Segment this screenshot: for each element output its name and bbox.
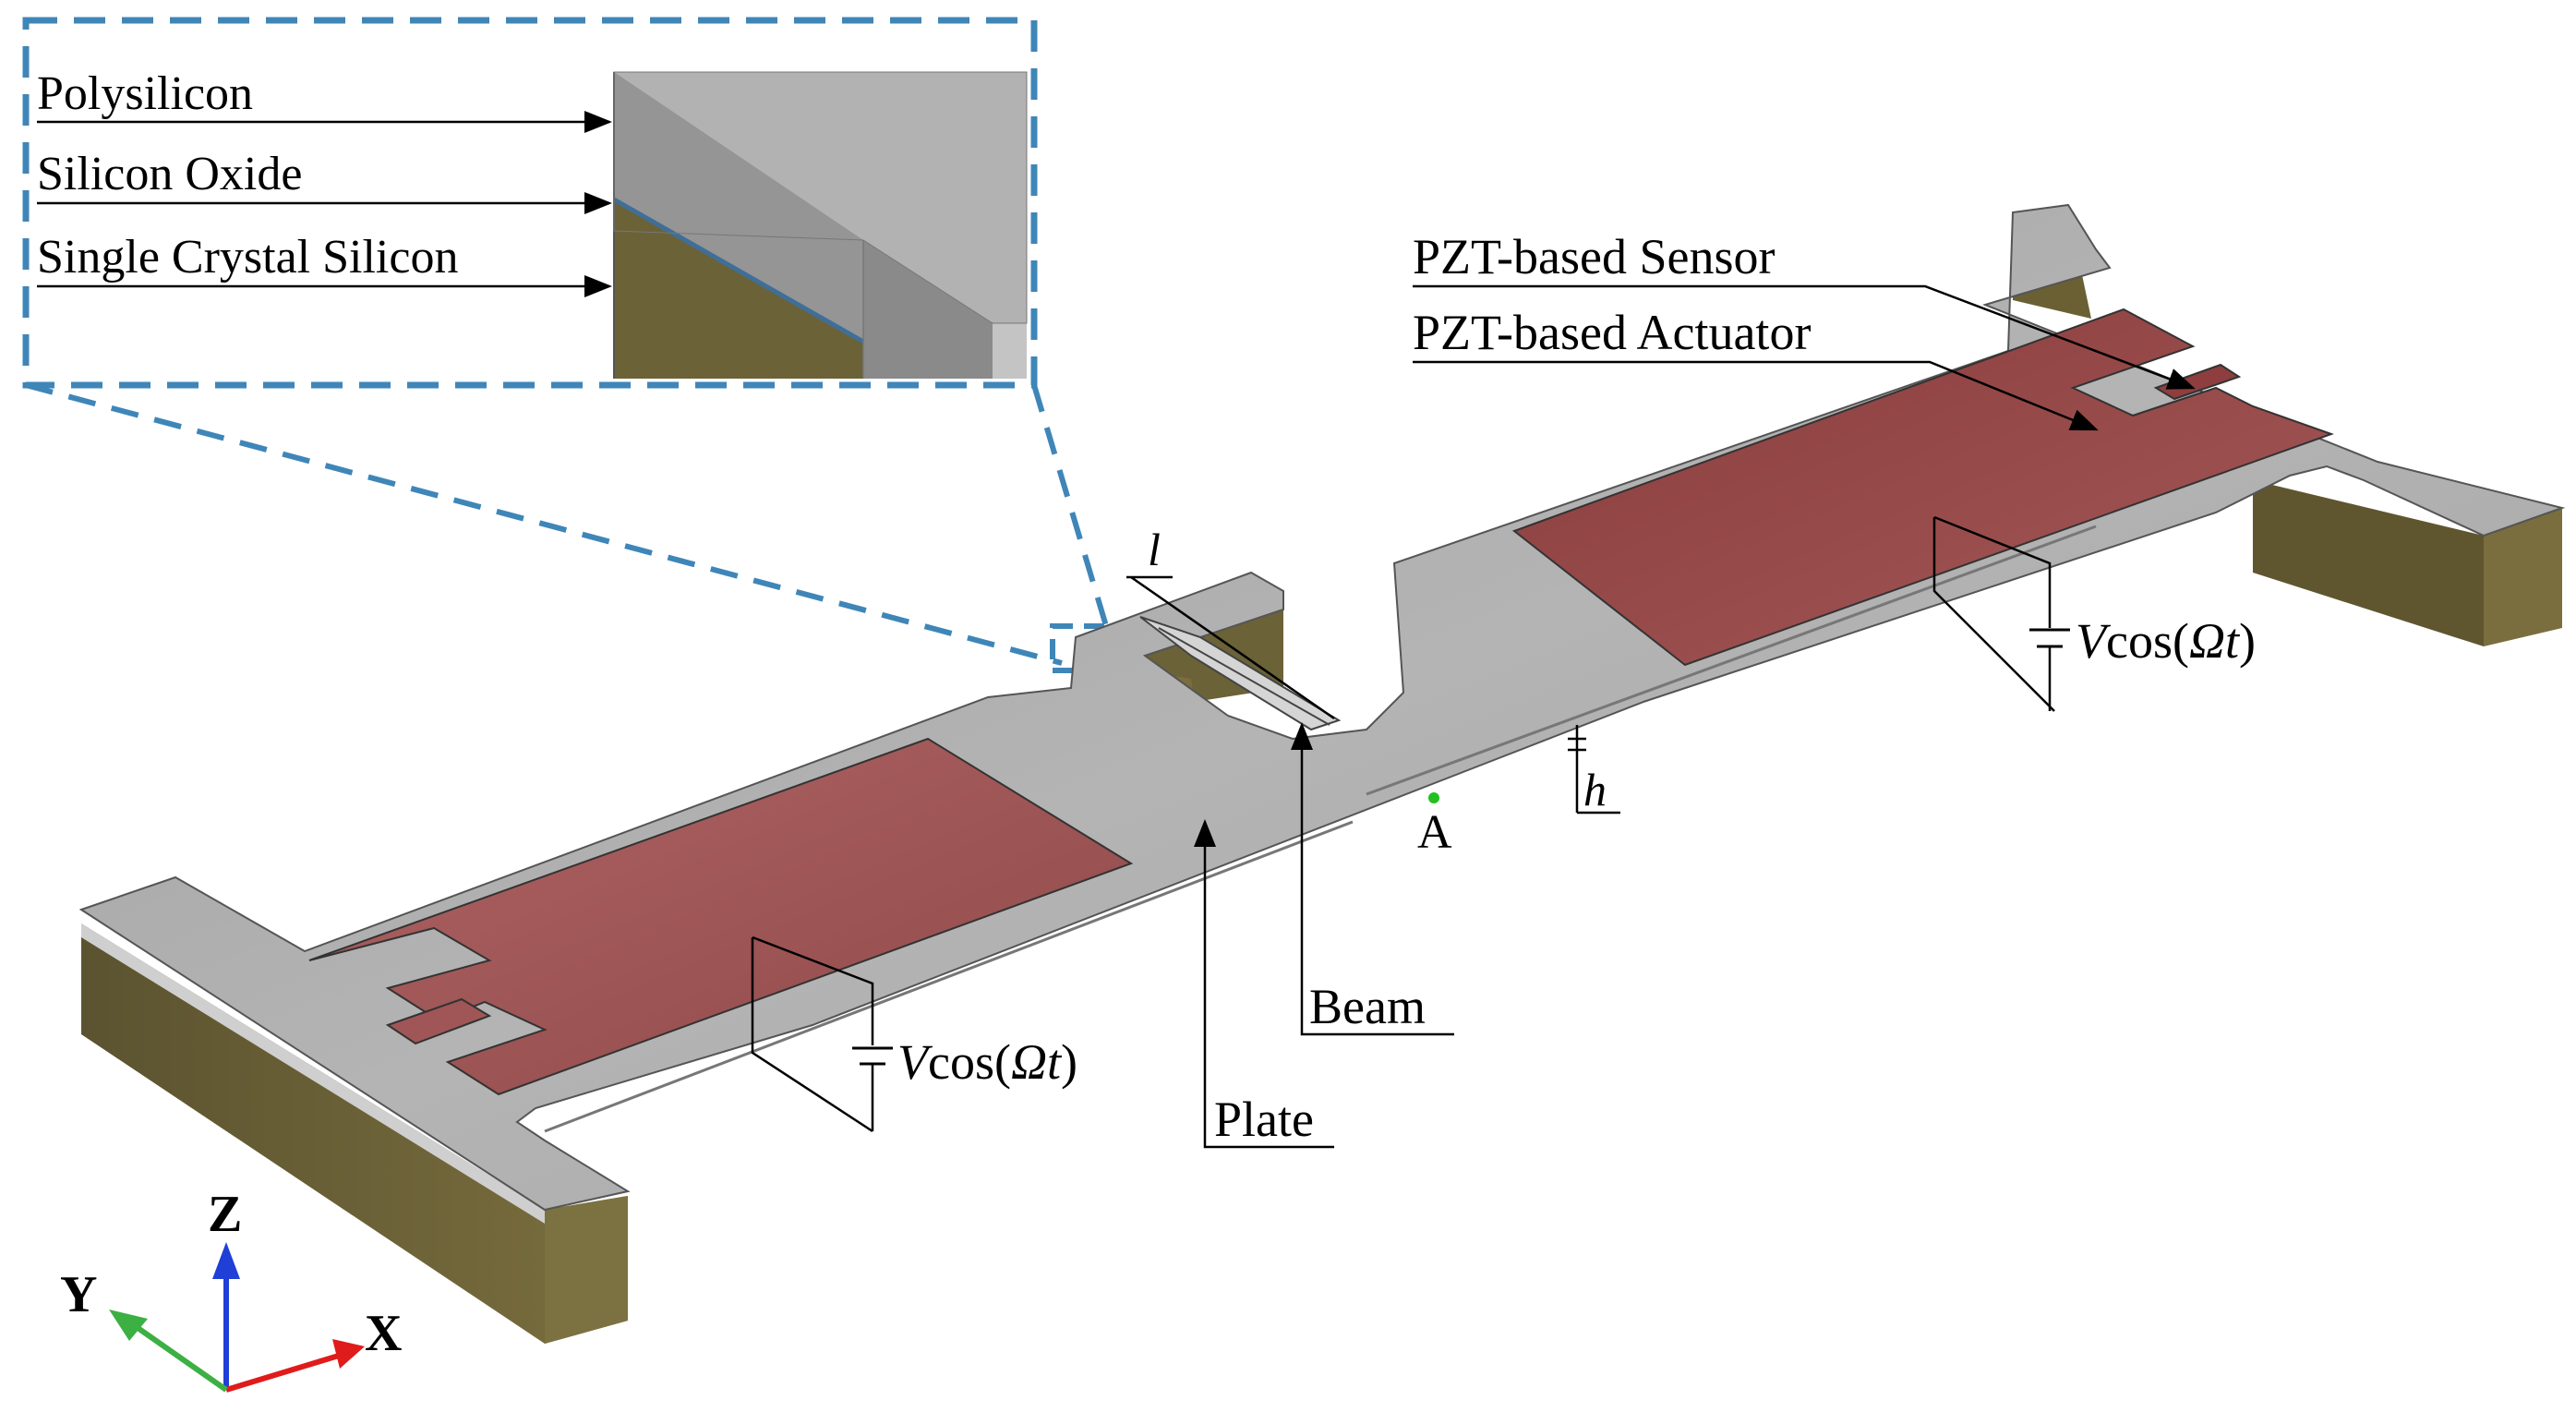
beam-label: Beam: [1309, 979, 1426, 1034]
left-pzt-actuator: [308, 737, 1134, 1096]
annotations: l h A Beam Plate PZT-based Sensor PZT-ba…: [751, 229, 2256, 1149]
layer-label-polysilicon: Polysilicon: [37, 67, 253, 120]
axis-label-z: Z: [208, 1186, 242, 1243]
layer-label-silicon-oxide: Silicon Oxide: [37, 148, 302, 200]
inset-zoom: Polysilicon Silicon Oxide Single Crystal…: [22, 17, 1122, 673]
voltage-close-right: ): [2239, 613, 2256, 669]
svg-text:Vcos(Ωt): Vcos(Ωt): [897, 1034, 1077, 1090]
y-axis-arrow: [132, 1322, 228, 1393]
length-symbol-l: l: [1148, 524, 1161, 575]
axis-triad: Z X Y: [60, 1186, 402, 1393]
layer-label-single-crystal-silicon: Single Crystal Silicon: [37, 231, 458, 284]
x-axis-arrow: [225, 1352, 343, 1393]
zoom-guide-line: [25, 382, 1063, 666]
zoom-guide-line: [1031, 384, 1120, 664]
svg-text:Vcos(Ωt): Vcos(Ωt): [2076, 613, 2256, 669]
voltage-omega-left: Ωt: [1011, 1034, 1063, 1090]
pzt-actuator-label: PZT-based Actuator: [1413, 305, 1811, 360]
thickness-symbol-h: h: [1583, 764, 1607, 815]
right-pzt-sensor: [2153, 363, 2242, 401]
structure-top-surface: [78, 203, 2566, 1212]
pzt-sensor-label: PZT-based Sensor: [1413, 229, 1775, 284]
mems-device: [78, 203, 2566, 1344]
point-a-label: A: [1417, 806, 1452, 859]
inset-frame: [22, 17, 1038, 389]
left-anchor-side: [81, 923, 628, 1344]
plate-label: Plate: [1214, 1092, 1314, 1147]
axis-label-x: X: [365, 1305, 402, 1362]
right-voltage-source: Vcos(Ωt): [1932, 515, 2256, 712]
voltage-cos-left: cos(: [928, 1034, 1011, 1090]
voltage-omega-right: Ωt: [2189, 613, 2241, 669]
layer-cross-section: [612, 71, 1028, 379]
left-pzt-sensor: [385, 997, 492, 1045]
axis-label-y: Y: [60, 1266, 97, 1323]
voltage-cos-right: cos(: [2106, 613, 2189, 669]
left-voltage-source: Vcos(Ωt): [751, 935, 1077, 1133]
point-a-marker: [1428, 792, 1439, 803]
voltage-close-left: ): [1061, 1034, 1077, 1090]
right-pzt-actuator: [1511, 308, 2334, 667]
voltage-v-right: V: [2076, 613, 2112, 669]
voltage-v-left: V: [897, 1034, 933, 1090]
